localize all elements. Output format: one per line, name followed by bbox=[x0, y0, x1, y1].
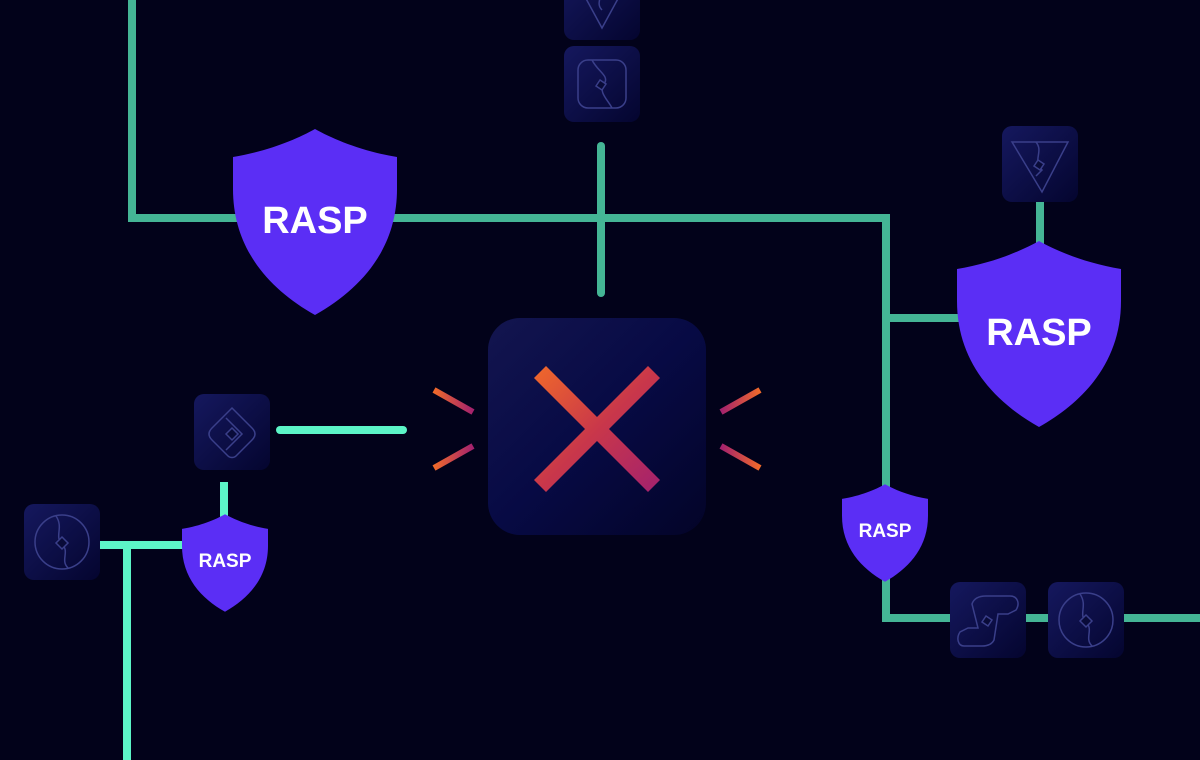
service-tile-bottom-right-a[interactable] bbox=[950, 582, 1026, 658]
service-tile-top-partial[interactable] bbox=[564, 0, 640, 40]
spark-line bbox=[719, 443, 762, 471]
s-logo-icon bbox=[957, 595, 1019, 647]
shield-top-left[interactable]: RASP bbox=[233, 129, 397, 315]
service-tile-right-top[interactable] bbox=[1002, 126, 1078, 202]
shield-label: RASP bbox=[199, 551, 252, 572]
impact-sparks-right bbox=[719, 387, 770, 471]
spark-line bbox=[719, 387, 762, 415]
circle-logo-icon bbox=[34, 514, 90, 570]
spark-line bbox=[432, 443, 475, 471]
square-logo-icon bbox=[577, 59, 627, 109]
service-tile-top[interactable] bbox=[564, 46, 640, 122]
service-tile-far-left[interactable] bbox=[24, 504, 100, 580]
v-logo-icon bbox=[1010, 141, 1070, 194]
service-tile-left[interactable] bbox=[194, 394, 270, 470]
shield-label: RASP bbox=[986, 312, 1092, 354]
spark-line bbox=[432, 387, 475, 415]
shield-label: RASP bbox=[262, 200, 368, 242]
x-icon bbox=[534, 366, 660, 492]
shield-bottom-left[interactable]: RASP bbox=[182, 514, 268, 612]
v-logo-icon bbox=[585, 0, 619, 30]
shield-right[interactable]: RASP bbox=[957, 241, 1121, 427]
diamond-logo-icon bbox=[208, 406, 256, 459]
connectors-bright bbox=[100, 426, 407, 760]
circle-logo-icon bbox=[1058, 592, 1114, 648]
impact-sparks-left bbox=[424, 387, 475, 471]
center-blocked-node[interactable] bbox=[488, 318, 706, 535]
service-tile-bottom-right-b[interactable] bbox=[1048, 582, 1124, 658]
shield-mid-right[interactable]: RASP bbox=[842, 484, 928, 582]
shield-label: RASP bbox=[859, 521, 912, 542]
